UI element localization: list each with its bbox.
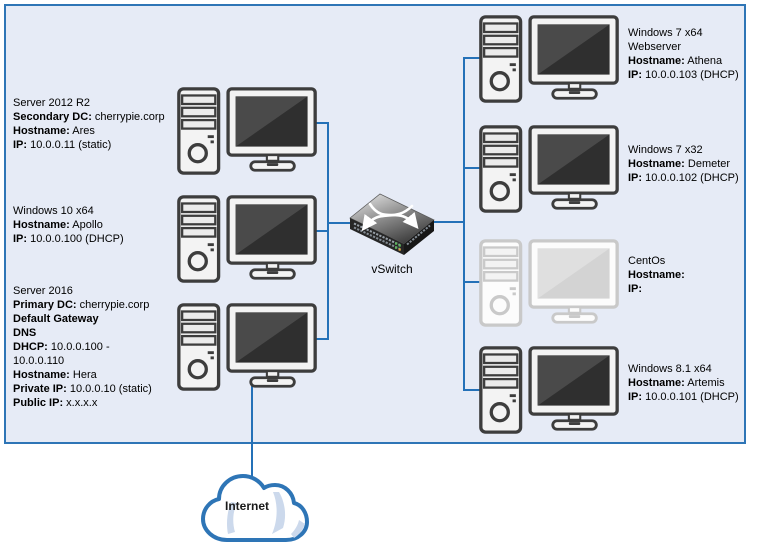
- wire-bus-to-centos: [463, 281, 481, 283]
- label-line: IP: 10.0.0.103 (DHCP): [628, 69, 739, 81]
- computer-apollo: [176, 194, 318, 283]
- computer-hera: [176, 302, 318, 391]
- label-line: Hostname: Ares: [13, 125, 95, 137]
- label-line: Primary DC: cherrypie.corp: [13, 299, 150, 311]
- internet-label: Internet: [225, 499, 269, 513]
- wire-hera-to-internet: [251, 381, 253, 477]
- label-line: Hostname: Athena: [628, 55, 723, 67]
- label-line: Windows 7 x64: [628, 27, 703, 39]
- computer-centos: [478, 238, 620, 327]
- wire-bus-to-artemis: [463, 389, 481, 391]
- vswitch-icon: [349, 193, 435, 255]
- label-athena: Windows 7 x64 Webserver Hostname: Athena…: [628, 26, 739, 82]
- computer-artemis: [478, 345, 620, 434]
- label-ares: Server 2012 R2 Secondary DC: cherrypie.c…: [13, 96, 165, 152]
- label-line: Public IP: x.x.x.x: [13, 397, 98, 409]
- label-line: Windows 8.1 x64: [628, 363, 712, 375]
- computer-ares: [176, 86, 318, 175]
- label-demeter: Windows 7 x32 Hostname: Demeter IP: 10.0…: [628, 143, 739, 185]
- wire-bus-to-demeter: [463, 167, 481, 169]
- internet-cloud-icon: Internet: [201, 474, 309, 542]
- label-line: Server 2016: [13, 285, 73, 297]
- label-line: CentOs: [628, 255, 666, 267]
- label-line: IP: 10.0.0.11 (static): [13, 139, 112, 151]
- label-line: Windows 10 x64: [13, 205, 94, 217]
- label-artemis: Windows 8.1 x64 Hostname: Artemis IP: 10…: [628, 362, 739, 404]
- wire-right-trunk: [433, 221, 464, 223]
- wire-bus-to-athena: [463, 57, 481, 59]
- label-centos: CentOs Hostname: IP:: [628, 254, 685, 296]
- label-line: DNS: [13, 327, 37, 339]
- label-line: IP: 10.0.0.100 (DHCP): [13, 233, 124, 245]
- label-line: Hostname: Apollo: [13, 219, 103, 231]
- label-line: DHCP: 10.0.0.100 -: [13, 341, 110, 353]
- label-line: Hostname:: [628, 269, 685, 281]
- label-line: Hostname: Hera: [13, 369, 97, 381]
- label-line: IP: 10.0.0.101 (DHCP): [628, 391, 739, 403]
- label-line: Webserver: [628, 41, 681, 53]
- computer-demeter: [478, 124, 620, 213]
- computer-athena: [478, 14, 620, 103]
- label-line: 10.0.0.110: [13, 355, 65, 367]
- label-line: Windows 7 x32: [628, 144, 703, 156]
- label-line: IP:: [628, 283, 643, 295]
- wire-left-bus: [327, 122, 329, 340]
- wire-apollo-to-bus: [313, 230, 329, 232]
- vswitch-label: vSwitch: [371, 262, 413, 276]
- label-line: Private IP: 10.0.0.10 (static): [13, 383, 152, 395]
- label-line: Hostname: Artemis: [628, 377, 725, 389]
- wire-ares-to-bus: [313, 122, 329, 124]
- label-line: Server 2012 R2: [13, 97, 91, 109]
- wire-right-bus: [463, 57, 465, 391]
- label-line: IP: 10.0.0.102 (DHCP): [628, 172, 739, 184]
- label-line: Default Gateway: [13, 313, 99, 325]
- wire-hera-to-bus: [313, 338, 329, 340]
- label-apollo: Windows 10 x64 Hostname: Apollo IP: 10.0…: [13, 204, 124, 246]
- label-hera: Server 2016 Primary DC: cherrypie.corp D…: [13, 284, 152, 410]
- label-line: Hostname: Demeter: [628, 158, 731, 170]
- wire-left-trunk: [327, 222, 357, 224]
- label-line: Secondary DC: cherrypie.corp: [13, 111, 165, 123]
